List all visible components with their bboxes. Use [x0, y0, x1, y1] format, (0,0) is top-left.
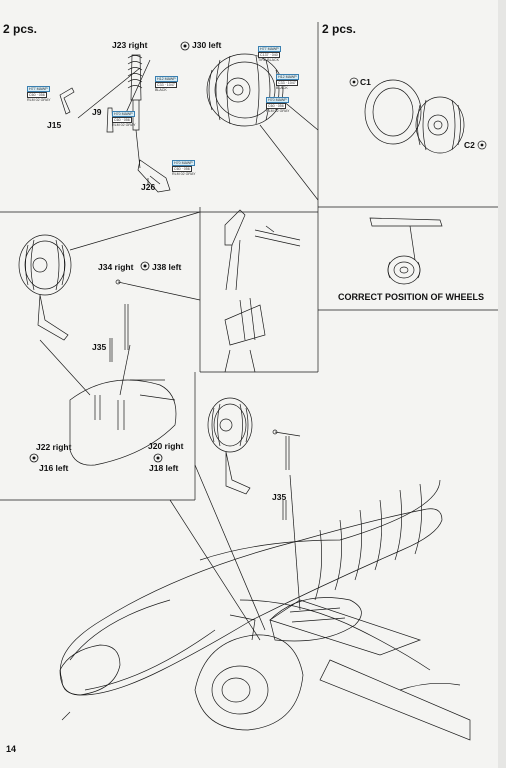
quantity-header-right: 2 pcs.: [322, 22, 357, 36]
quantity-header-left: 2 pcs.: [3, 22, 38, 36]
color-callout: H77 MAWP C60 · 056 RLM 02 GRAY: [27, 86, 51, 103]
label-j26: J26: [141, 182, 156, 192]
label-j38-left: J38 left: [152, 262, 182, 272]
label-j35-middle: J35: [92, 342, 107, 352]
color-callout: H12 MAWP C33 · 1047 BLACK: [276, 74, 299, 91]
correct-position-caption: CORRECT POSITION OF WHEELS: [338, 292, 485, 302]
label-c1: C1: [360, 77, 371, 87]
label-j18-left: J18 left: [149, 463, 179, 473]
label-j16-left: J16 left: [39, 463, 69, 473]
label-j23-right: J23 right: [112, 40, 148, 50]
label-j35-bottom: J35: [272, 492, 287, 502]
label-j20-right: J20 right: [148, 441, 184, 451]
label-j22-right: J22 right: [36, 442, 72, 452]
label-j15: J15: [47, 120, 62, 130]
label-c2: C2: [464, 140, 475, 150]
color-callout: H12 MAWP C33 · 1047 BLACK: [155, 76, 178, 93]
color-callout: H77 MAWP C137 · 040 TIRE BLACK: [258, 46, 281, 63]
page-number: 14: [6, 744, 17, 754]
page-edge: [498, 0, 506, 768]
color-callout: H70 MAWP C60 · 056 RLM 02 GRAY: [172, 160, 196, 177]
label-j9: J9: [92, 107, 102, 117]
color-callout: H70 MAWP C60 · 056 RLM 02 GRAY: [112, 111, 136, 128]
label-j30-left: J30 left: [192, 40, 222, 50]
label-j34-right: J34 right: [98, 262, 134, 272]
color-callout: H70 MAWP C60 · 056 RLM 02 GRAY: [266, 97, 290, 114]
